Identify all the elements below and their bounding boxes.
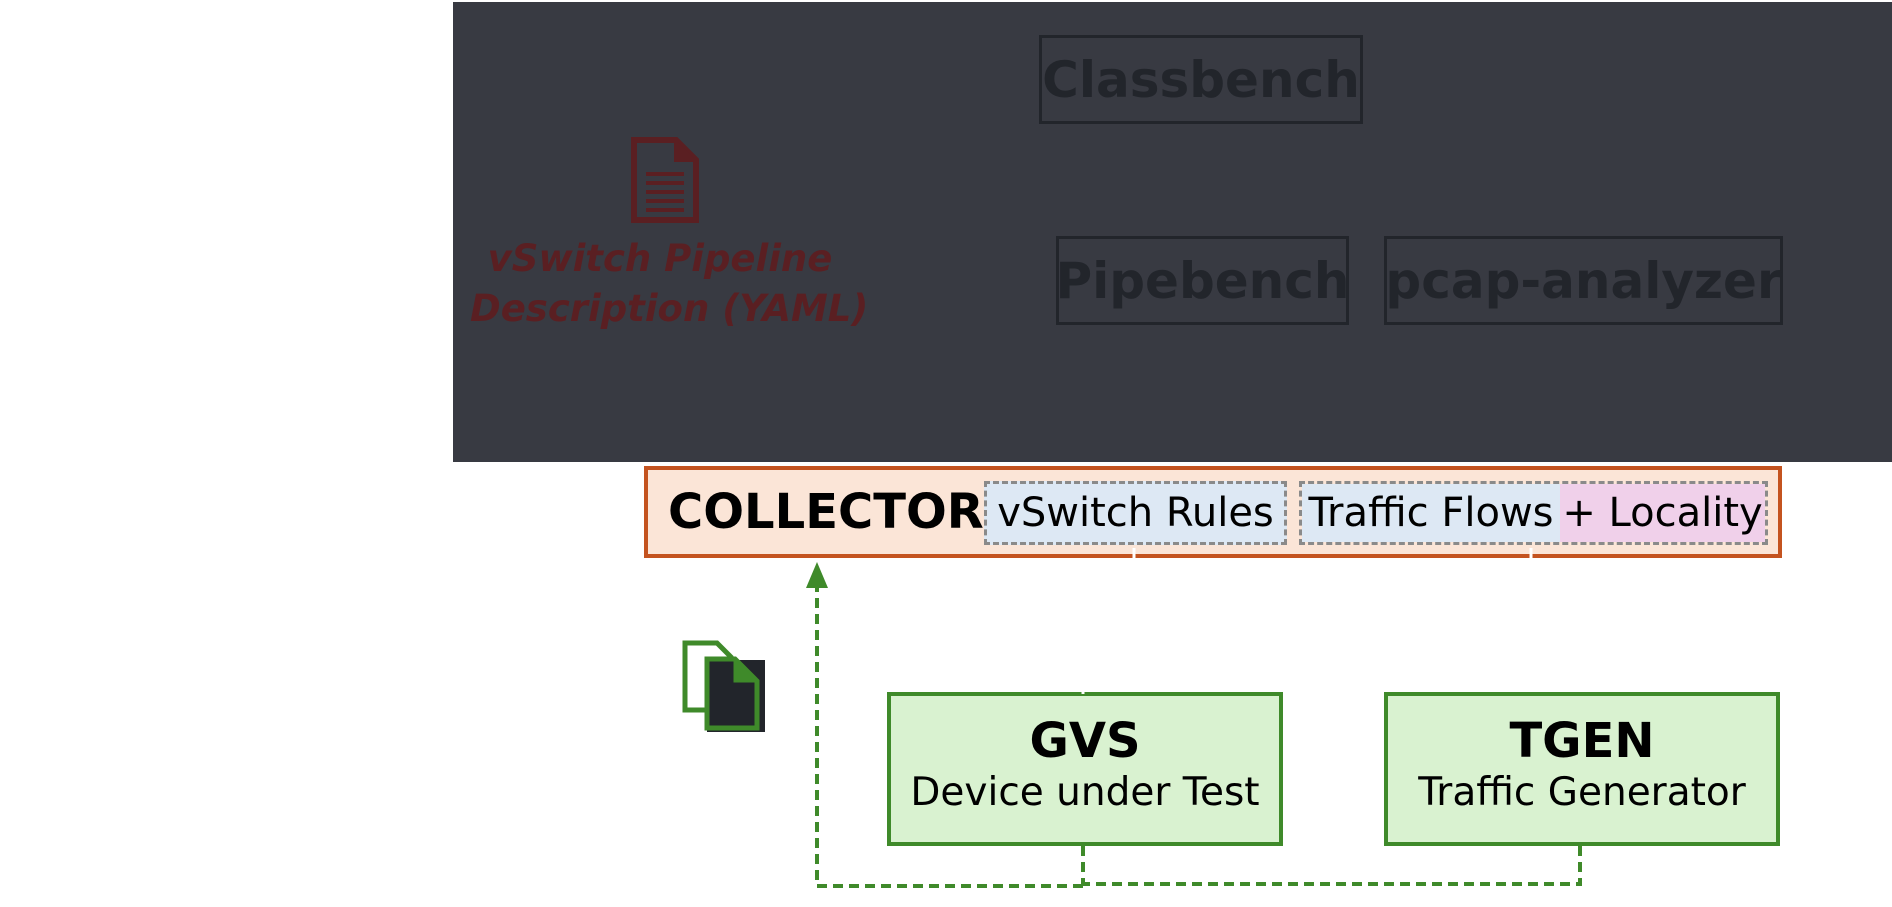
- yaml-label-line2: Description (YAML): [470, 287, 869, 330]
- pipebench-box: Pipebench: [1055, 236, 1350, 325]
- overlay-panel: [453, 2, 1892, 462]
- pipebench-label: Pipebench: [1055, 251, 1350, 310]
- dashed-connectors: [815, 580, 1582, 888]
- locality-label: + Locality: [1560, 484, 1765, 542]
- tgen-subtitle: Traffic Generator: [1418, 770, 1746, 815]
- classbench-box: Classbench: [1039, 35, 1363, 124]
- arrow-head-icon: [806, 562, 828, 588]
- yaml-label-line1: vSwitch Pipeline: [487, 237, 833, 280]
- gvs-subtitle: Device under Test: [910, 770, 1260, 815]
- pcap-analyzer-label: pcap-analyzer: [1385, 251, 1782, 310]
- classbench-label: Classbench: [1042, 50, 1360, 109]
- collector-title: COLLECTOR: [668, 484, 984, 540]
- vswitch-rules-chip: vSwitch Rules: [984, 481, 1287, 545]
- tgen-title: TGEN: [1509, 713, 1655, 769]
- collector-connector: [815, 580, 1083, 888]
- files-icon: [682, 640, 765, 732]
- vswitch-rules-label: vSwitch Rules: [997, 490, 1274, 536]
- tgen-connector: [1083, 846, 1582, 886]
- traffic-flows-label: Traffic Flows: [1302, 484, 1560, 542]
- gvs-box: GVS Device under Test: [887, 692, 1283, 846]
- tgen-box: TGEN Traffic Generator: [1384, 692, 1780, 846]
- gvs-title: GVS: [1029, 713, 1141, 769]
- yaml-description-label: vSwitch Pipeline Description (YAML): [470, 234, 869, 334]
- document-icon: [631, 137, 699, 223]
- traffic-flows-chip: Traffic Flows + Locality: [1299, 481, 1768, 545]
- pcap-analyzer-box: pcap-analyzer: [1384, 236, 1783, 325]
